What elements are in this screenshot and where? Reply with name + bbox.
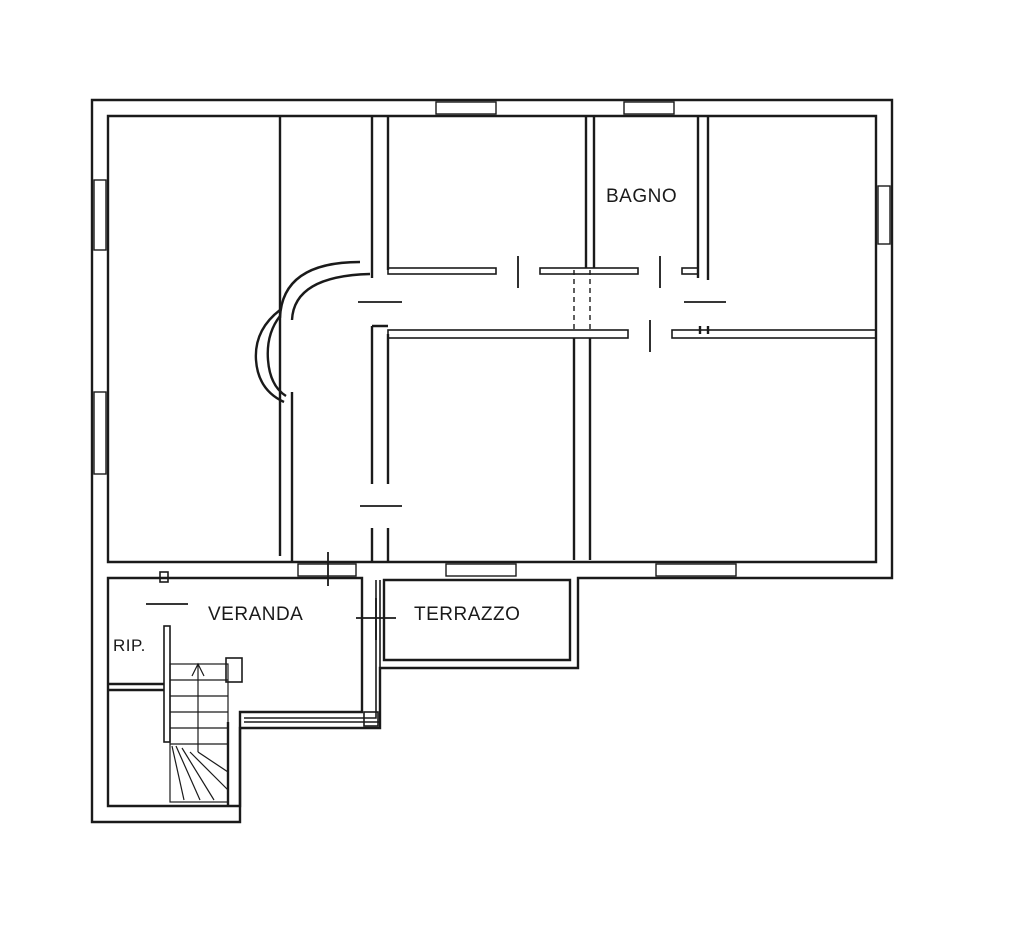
room-label-terrazzo: TERRAZZO [414,604,521,625]
room-label-ripostiglio: RIP. [113,636,146,655]
room-label-veranda: VERANDA [208,604,304,625]
bay-curve [254,260,371,404]
interior-walls [278,116,877,562]
door-marks [146,256,726,640]
outer-walls [90,98,894,824]
windows [93,101,891,577]
staircase [169,657,243,806]
room-label-bagno: BAGNO [606,186,678,207]
veranda-terrace-walls [108,571,381,743]
